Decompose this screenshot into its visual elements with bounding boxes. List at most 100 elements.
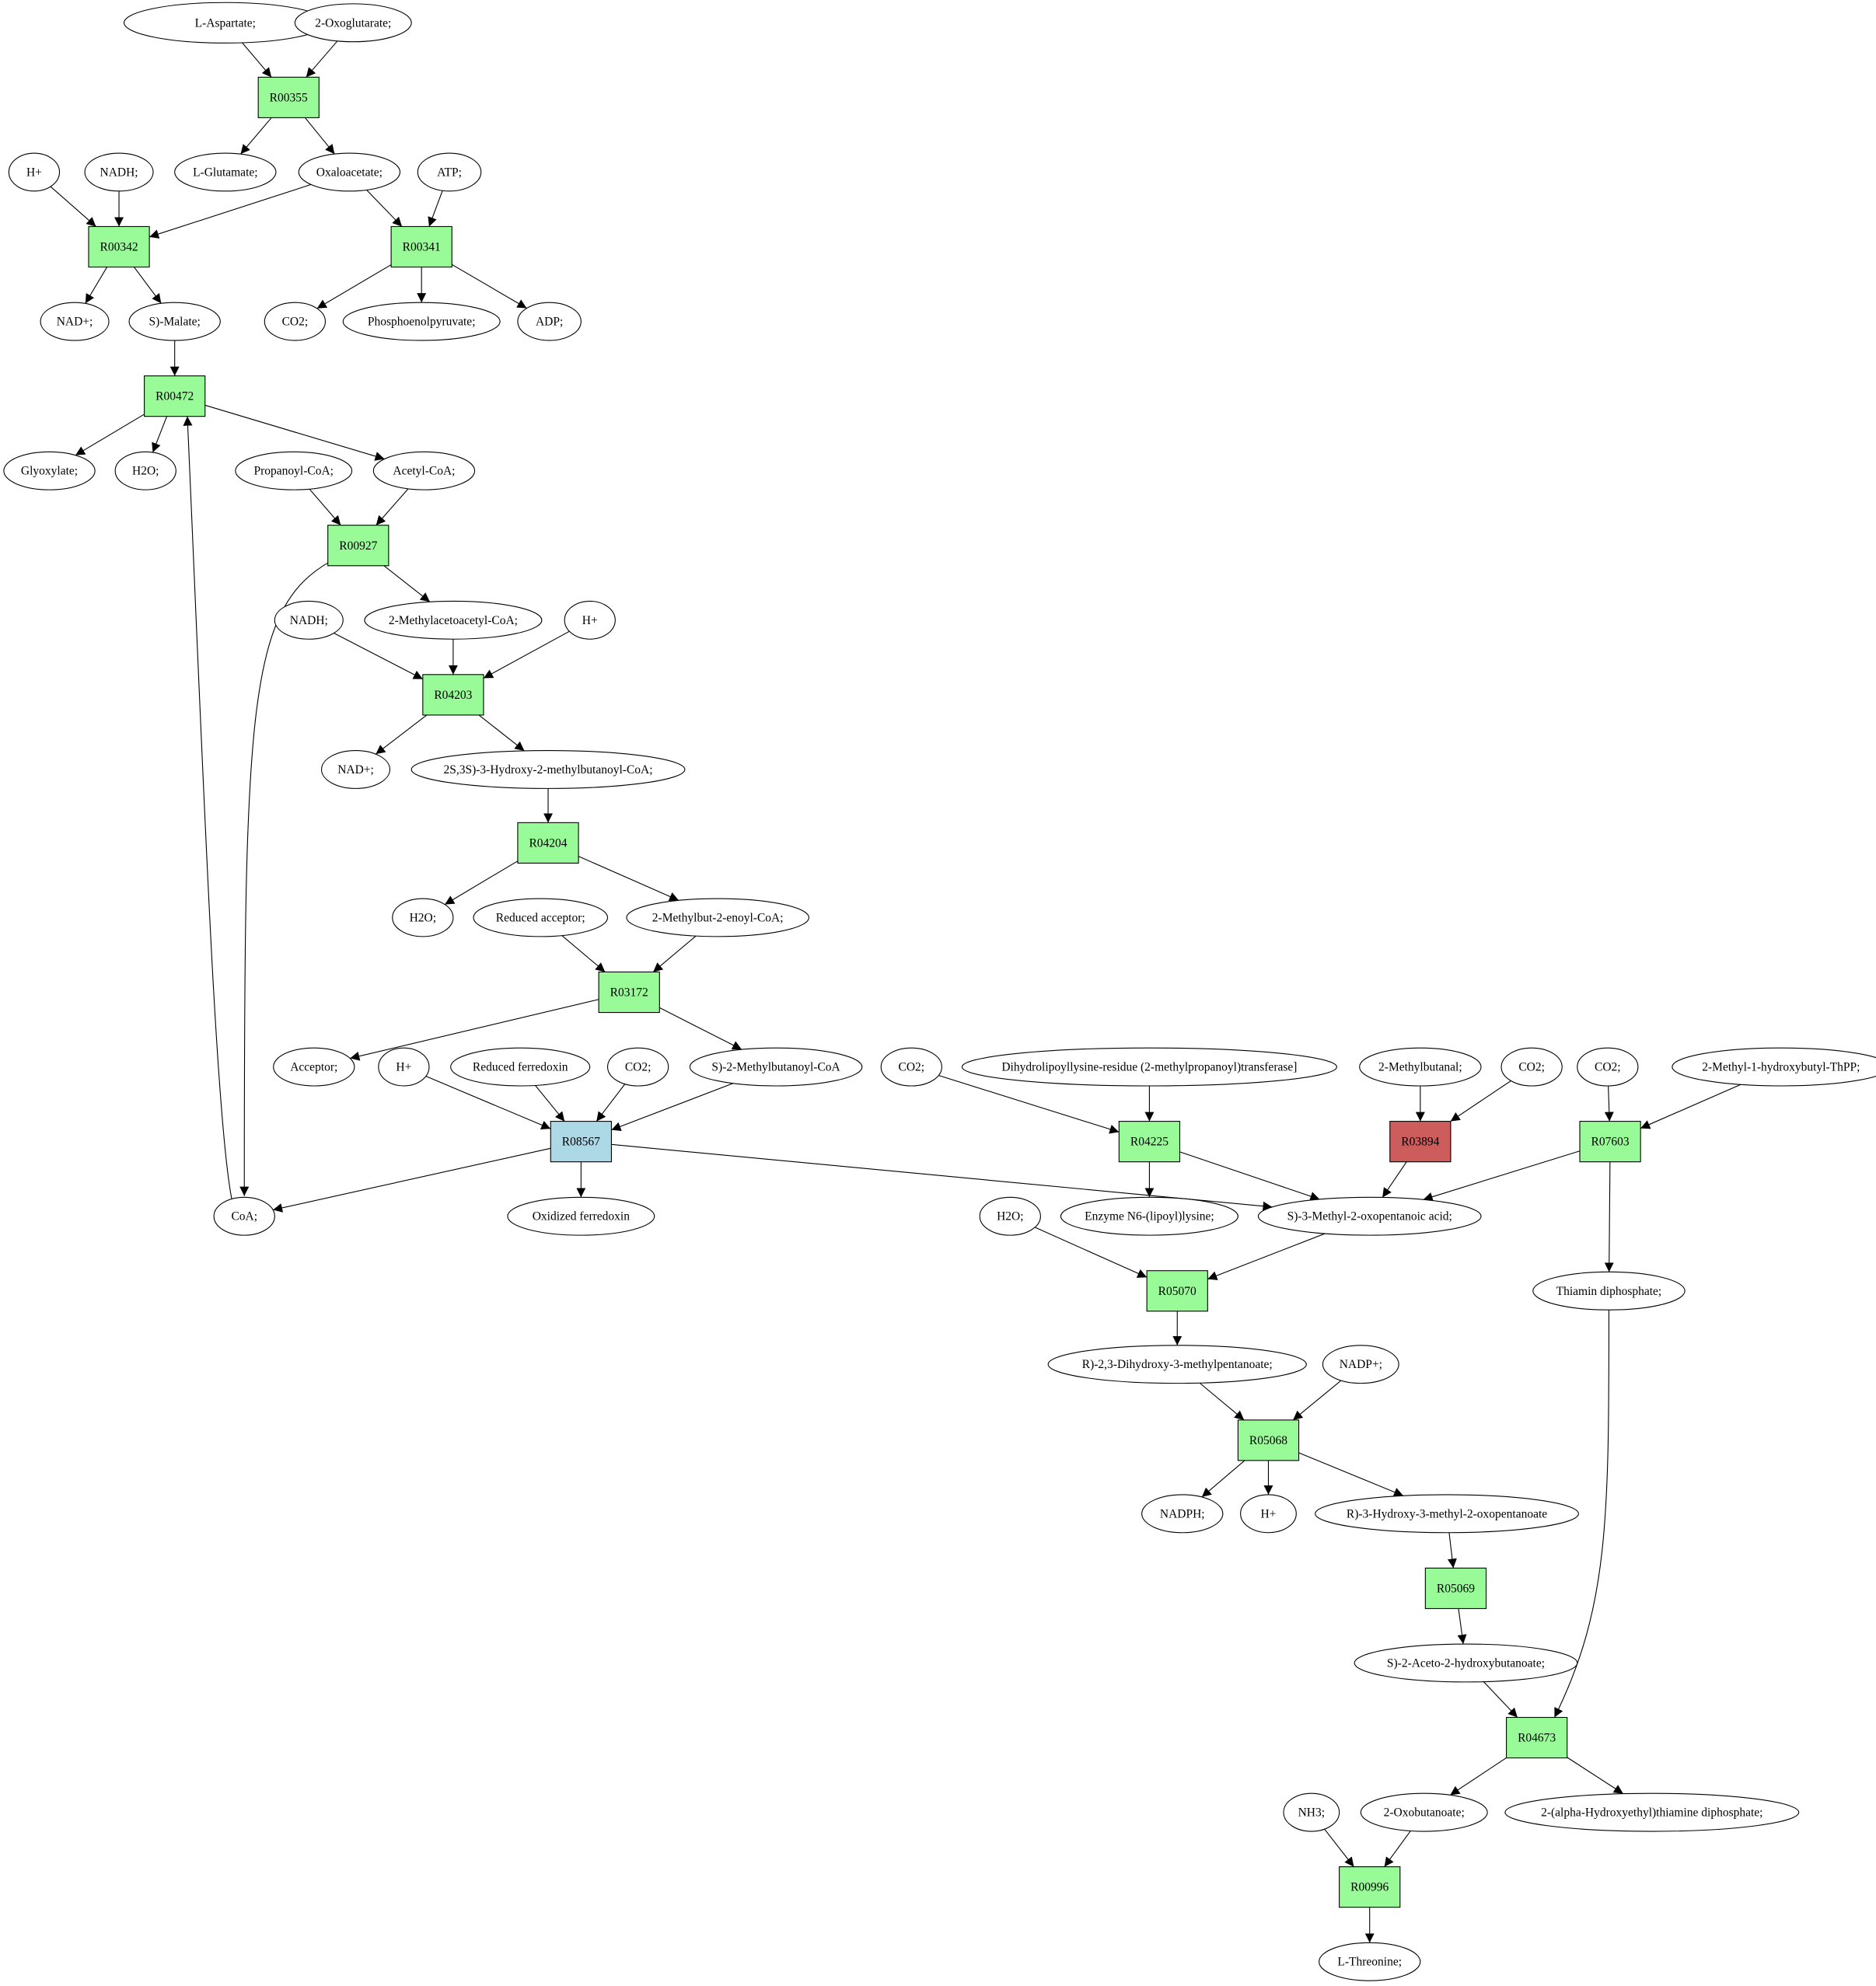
edge-arrow — [204, 404, 385, 461]
compound-node: Dihydrolipoyllysine-residue (2-methylpro… — [961, 1047, 1337, 1087]
compound-label: H2O; — [997, 1210, 1023, 1223]
compound-node: ATP; — [417, 152, 482, 192]
reaction-node: R04673 — [1506, 1716, 1568, 1759]
compound-label: H+ — [1260, 1507, 1276, 1520]
compound-node: H+ — [8, 152, 61, 192]
reaction-node: R05070 — [1146, 1270, 1208, 1312]
edge-arrow — [350, 999, 599, 1061]
compound-label: S)-3-Methyl-2-oxopentanoic acid; — [1287, 1210, 1452, 1223]
reaction-label: R04673 — [1518, 1732, 1556, 1745]
compound-label: CO2; — [282, 316, 309, 329]
compound-node: NAD+; — [321, 749, 391, 789]
edge-arrow — [152, 416, 168, 453]
reaction-node: R00342 — [88, 225, 150, 268]
compound-label: Phosphoenolpyruvate; — [368, 316, 476, 329]
compound-node: S)-2-Aceto-2-hydroxybutanoate; — [1354, 1643, 1578, 1683]
edge-arrow — [1449, 1757, 1507, 1796]
compound-ellipse — [473, 898, 609, 937]
compound-ellipse — [1047, 1345, 1307, 1384]
reaction-label: R03172 — [610, 986, 648, 1000]
compound-node: Phosphoenolpyruvate; — [342, 302, 501, 341]
compound-node: 2-Methyl-1-hydroxybutyl-ThPP; — [1672, 1047, 1876, 1087]
compound-ellipse — [342, 302, 501, 341]
edge-arrow — [1179, 1151, 1320, 1201]
edge-arrow — [611, 1143, 1273, 1211]
edge-arrow — [240, 117, 272, 155]
compound-node: CO2; — [606, 1047, 669, 1087]
compound-node: R)-3-Hydroxy-3-methyl-2-oxopentanoate — [1315, 1494, 1579, 1534]
compound-node: CO2; — [1577, 1047, 1639, 1087]
edge-arrow — [483, 630, 570, 679]
compound-label: CoA; — [231, 1210, 257, 1223]
compound-ellipse — [564, 600, 616, 640]
compound-label: NAD+; — [337, 763, 374, 777]
reaction-node: R03172 — [598, 971, 660, 1014]
reaction-label: R05069 — [1437, 1582, 1475, 1595]
reaction-node: R00472 — [144, 375, 206, 417]
compound-ellipse — [979, 1196, 1041, 1236]
compound-label: H+ — [396, 1061, 411, 1074]
compound-label: H2O; — [132, 465, 159, 478]
edge-arrow — [1450, 1080, 1511, 1122]
compound-node: 2-Methylacetoacetyl-CoA; — [364, 600, 543, 640]
edge-arrow — [444, 860, 519, 906]
edge-arrow — [428, 190, 443, 227]
compound-label: L-Glutamate; — [193, 166, 258, 179]
reaction-node: R05068 — [1237, 1419, 1300, 1461]
compound-label: 2-Methylbut-2-enoyl-CoA; — [652, 911, 784, 924]
compound-ellipse — [689, 1047, 863, 1087]
compound-ellipse — [1504, 1792, 1800, 1832]
reaction-label: R08567 — [562, 1136, 600, 1149]
compound-ellipse — [1354, 1643, 1578, 1683]
edge-arrow — [1447, 1532, 1457, 1569]
compound-node: CO2; — [264, 302, 326, 341]
edge-arrow — [1298, 1452, 1404, 1497]
reaction-box — [1506, 1716, 1568, 1759]
compound-label: 2-Methyl-1-hydroxybutyl-ThPP; — [1702, 1061, 1860, 1074]
reaction-node: R00996 — [1339, 1866, 1401, 1908]
compound-label: 2-(alpha-Hydroxyethyl)thiamine diphospha… — [1541, 1806, 1762, 1820]
edge-arrow — [578, 856, 679, 902]
compound-node: NADP+; — [1322, 1345, 1399, 1384]
compound-ellipse — [40, 302, 110, 341]
reaction-node: R04204 — [517, 822, 579, 864]
compound-label: S)-Malate; — [149, 316, 201, 329]
compound-node: L-Glutamate; — [174, 152, 277, 192]
reaction-box — [550, 1121, 612, 1163]
compound-node: 2-Oxoglutarate; — [294, 3, 412, 43]
compound-node: CoA; — [213, 1196, 275, 1236]
compound-label: L-Aspartate; — [195, 16, 256, 30]
edge-arrow — [316, 264, 392, 309]
compound-ellipse — [410, 749, 686, 789]
edge-arrow — [304, 117, 335, 155]
edge-arrow — [1324, 1828, 1354, 1867]
compound-ellipse — [1532, 1271, 1686, 1311]
compound-ellipse — [321, 749, 391, 789]
compound-node: Propanoyl-CoA; — [235, 451, 353, 490]
edge-arrow — [1199, 1382, 1245, 1421]
compound-ellipse — [1060, 1196, 1238, 1236]
reaction-box — [390, 225, 452, 268]
edge-arrow — [1640, 1084, 1742, 1129]
reaction-label: R07603 — [1591, 1136, 1630, 1149]
compound-node: Glyoxylate; — [3, 451, 96, 490]
reaction-box — [422, 674, 484, 716]
reaction-box — [1389, 1121, 1452, 1163]
compound-node: Oxidized ferredoxin — [507, 1196, 655, 1236]
compound-ellipse — [507, 1196, 655, 1236]
compound-node: CO2; — [880, 1047, 942, 1087]
compound-node: CO2; — [1500, 1047, 1563, 1087]
compound-node: H+ — [564, 600, 616, 640]
compound-label: L-Threonine; — [1337, 1956, 1402, 1969]
reaction-node: R03894 — [1389, 1121, 1452, 1163]
compound-ellipse — [364, 600, 543, 640]
compound-label: Oxaloacetate; — [316, 166, 383, 179]
edge-arrow — [134, 267, 162, 304]
compound-node: NAD+; — [40, 302, 110, 341]
compound-node: H2O; — [114, 451, 176, 490]
edge-arrow — [938, 1075, 1120, 1134]
edge-arrow — [306, 40, 338, 78]
compound-label: S)-2-Aceto-2-hydroxybutanoate; — [1387, 1656, 1545, 1670]
compound-label: Propanoyl-CoA; — [254, 465, 334, 478]
compound-ellipse — [264, 302, 326, 341]
